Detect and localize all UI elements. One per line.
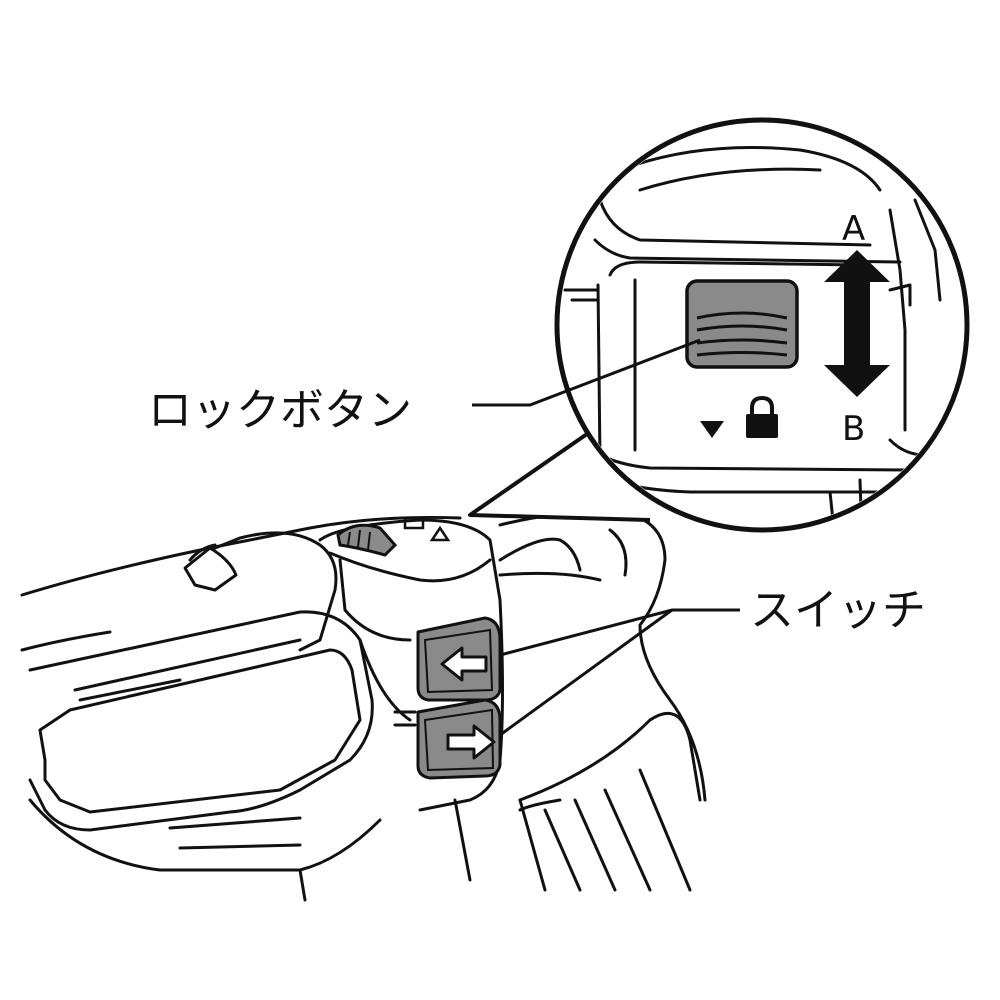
leader-lines (472, 338, 740, 737)
speed-dial (336, 516, 451, 557)
arrow-right-icon (446, 724, 496, 760)
tool-body (20, 511, 707, 902)
switch-label: スイッチ (750, 585, 926, 636)
reverse-switch-button[interactable] (416, 616, 502, 702)
padlock-icon (746, 395, 778, 438)
lock-button-label: ロックボタン (148, 385, 412, 436)
switch-leader-lower (499, 608, 673, 737)
forward-switch-button[interactable] (416, 698, 502, 780)
label-direction-b: B (842, 409, 865, 449)
magnifier-circle: A B (554, 117, 970, 533)
arrow-left-icon (440, 646, 488, 682)
triangle-down-icon (700, 421, 724, 438)
label-direction-a: A (842, 209, 865, 249)
lock-button[interactable] (685, 279, 799, 369)
lock-button-leader (472, 338, 701, 407)
double-arrow-vertical-icon (824, 250, 890, 397)
